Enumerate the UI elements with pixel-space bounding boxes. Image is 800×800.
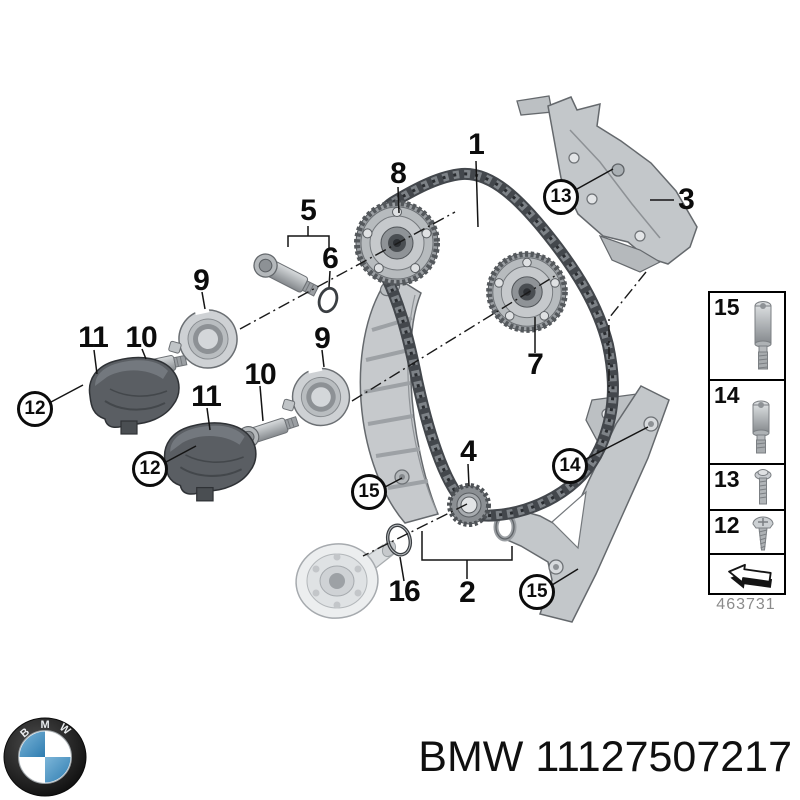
- callout-15-circled-right: 15: [519, 574, 555, 610]
- legend-item-15: 15: [710, 293, 784, 379]
- vanos-actuator-left: [88, 356, 180, 435]
- o-ring-16: [385, 523, 413, 557]
- flange-bolt-icon: [754, 469, 772, 505]
- legend-label-12: 12: [714, 512, 740, 538]
- vanos-actuator-right: [163, 421, 257, 502]
- callout-14-circled: 14: [552, 448, 588, 484]
- crank-sprocket: [447, 483, 491, 527]
- legend-label-13: 13: [714, 466, 740, 492]
- o-ring-6: [317, 286, 339, 314]
- vanos-gear-intake: [488, 253, 566, 331]
- direction-arrow-icon: [728, 563, 773, 589]
- callout-15-circled-left: 15: [351, 474, 387, 510]
- callout-11-left: 11: [78, 321, 109, 354]
- part-number-text: BMW 11127507217: [418, 733, 792, 781]
- callout-8: 8: [390, 157, 407, 190]
- leader-lines: [50, 160, 674, 586]
- drawing-number: 463731: [716, 596, 776, 613]
- legend-label-14: 14: [714, 382, 740, 408]
- callout-1: 1: [468, 128, 485, 161]
- crankshaft-hub: [295, 540, 397, 619]
- callout-13-circled: 13: [543, 179, 579, 215]
- callout-4: 4: [460, 435, 477, 468]
- stud-short-icon: [752, 400, 770, 454]
- camshaft-bolt-5: [249, 249, 322, 303]
- callout-16: 16: [388, 575, 420, 608]
- tapping-screw-icon: [752, 516, 774, 551]
- callout-10-left: 10: [125, 321, 157, 354]
- axis-leader-lines: [239, 211, 647, 557]
- callout-12-circled-left: 12: [17, 391, 53, 427]
- bmw-logo: B M W: [3, 717, 87, 797]
- guide-rail-top: [516, 95, 698, 273]
- fastener-legend: 15 14: [708, 291, 786, 595]
- callout-6: 6: [322, 242, 339, 275]
- legend-item-12: 12: [710, 509, 784, 553]
- callout-7: 7: [527, 348, 544, 381]
- callout-9-left: 9: [193, 264, 210, 297]
- legend-label-15: 15: [714, 294, 740, 320]
- legend-item-14: 14: [710, 379, 784, 463]
- callout-2: 2: [459, 576, 476, 609]
- legend-item-arrow: [710, 553, 784, 593]
- callout-11-right: 11: [191, 380, 222, 413]
- legend-item-13: 13: [710, 463, 784, 509]
- callout-3: 3: [678, 183, 695, 216]
- callout-5: 5: [300, 194, 317, 227]
- callout-12-circled-right: 12: [132, 451, 168, 487]
- logo-letter-m: M: [41, 719, 50, 731]
- stud-long-icon: [754, 301, 772, 370]
- callout-10-right: 10: [244, 358, 276, 391]
- callout-9-right: 9: [314, 322, 331, 355]
- timing-chain: [369, 167, 619, 522]
